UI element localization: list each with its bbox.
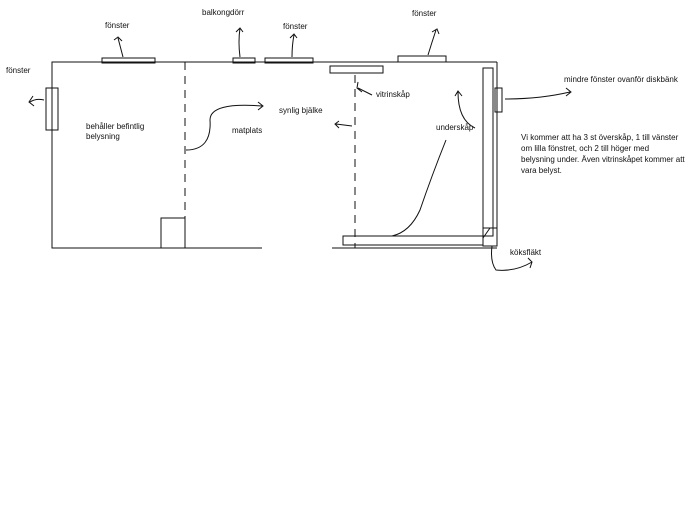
window-top-right <box>397 55 447 63</box>
label-window-top-right: fönster <box>412 9 437 18</box>
range-hood-box <box>482 227 498 247</box>
note-text: Vi kommer att ha 3 st överskåp, 1 till v… <box>521 132 697 176</box>
label-small-window: mindre fönster ovanför diskbänk <box>564 75 679 84</box>
wall-left-room <box>51 61 262 249</box>
arrow-mindre-fonster <box>504 87 572 100</box>
base-cabinet-right <box>482 67 494 237</box>
label-window-top-left: fönster <box>105 21 130 30</box>
label-balcony-door: balkongdörr <box>202 8 245 17</box>
balcony-door <box>232 57 256 64</box>
note-line-3: belysning under. Även vitrinskåpet komme… <box>521 155 685 164</box>
fixture-box <box>160 217 186 249</box>
window-left <box>45 87 59 131</box>
label-window-left: fönster <box>6 66 31 75</box>
note-line-4: vara belyst. <box>521 166 562 175</box>
arrow-left-room <box>334 120 353 129</box>
arrow-window-left <box>28 95 45 107</box>
label-range-hood: köksfläkt <box>510 248 542 257</box>
arrow-window-top-mid <box>289 33 298 58</box>
arrow-synlig-bjalke <box>185 101 264 151</box>
arrow-window-top-left <box>113 36 124 58</box>
display-cabinet <box>329 65 384 74</box>
label-keep-lighting-1: behåller befintlig <box>86 122 144 131</box>
arrow-window-top-right <box>427 28 440 56</box>
arrow-underskap-down <box>391 139 447 237</box>
label-base-cabinet: underskåp <box>436 123 474 132</box>
arrow-balcony <box>235 27 244 58</box>
window-top-mid <box>264 57 314 64</box>
base-cabinet-bottom <box>342 235 484 246</box>
range-hood-diag <box>482 227 491 239</box>
note-line-2: om lilla fönstret, och 2 till höger med <box>521 144 650 153</box>
window-small-right <box>494 87 503 113</box>
window-top-left <box>101 57 156 64</box>
note-line-1: Vi kommer att ha 3 st överskåp, 1 till v… <box>521 133 679 142</box>
label-display-cabinet: vitrinskåp <box>376 90 410 99</box>
label-keep-lighting-2: belysning <box>86 132 120 141</box>
label-visible-beam: synlig bjälke <box>279 106 323 115</box>
arrow-vitrinskap <box>356 81 373 96</box>
label-window-top-mid: fönster <box>283 22 308 31</box>
label-dining-area: matplats <box>232 126 262 135</box>
arrow-koksflakt <box>491 245 533 271</box>
arrow-underskap-up <box>454 90 476 129</box>
